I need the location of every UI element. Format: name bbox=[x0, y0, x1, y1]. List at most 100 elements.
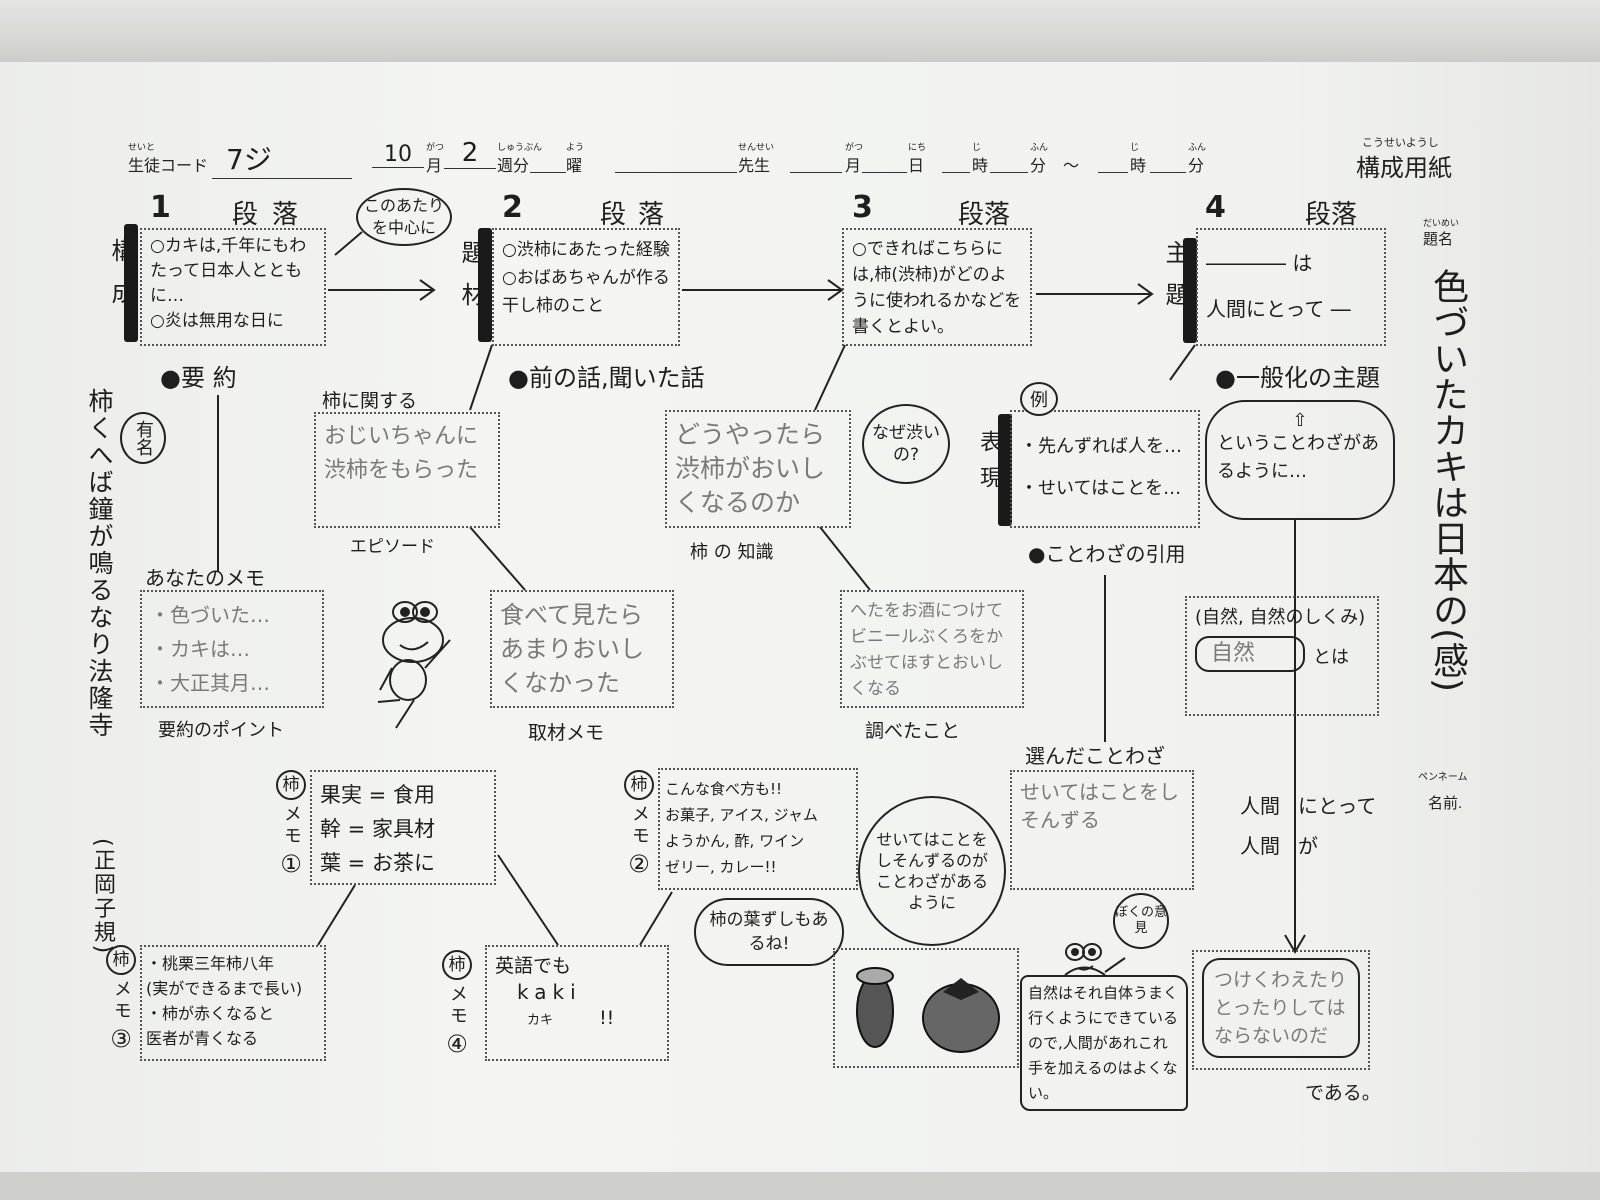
ruby: せいと bbox=[128, 142, 156, 152]
date-month-label: がつ月 bbox=[845, 142, 863, 176]
box-line: 人間にとって ― bbox=[1206, 297, 1351, 321]
ruby: ふん bbox=[1188, 142, 1207, 152]
box-line: ○できればこちらには,柿(渋柿)がどのように使われるかなどを書くとよい。 bbox=[852, 239, 1022, 337]
label: 月 bbox=[845, 158, 862, 175]
caption-research: 調べたこと bbox=[865, 720, 961, 742]
side-label-expression: 表現 bbox=[976, 430, 1001, 502]
episode-box[interactable]: おじいちゃんに渋柿をもらった bbox=[314, 412, 500, 528]
conclusion-text: つけくわえたりとったりしてはならないのだ bbox=[1202, 958, 1360, 1058]
human-suffix: にとって bbox=[1298, 794, 1377, 818]
expression-box[interactable]: ・先んずれば人を… ・せいてはことを… bbox=[1010, 410, 1200, 528]
your-memo-box[interactable]: ・色づいた… ・カキは… ・大正其月… bbox=[140, 590, 324, 708]
name-label: 名前. bbox=[1428, 795, 1463, 812]
teacher-label: せんせい先生 bbox=[738, 142, 774, 176]
chosen-proverb-title: 選んだことわざ bbox=[1025, 744, 1165, 768]
date-day-label: にち日 bbox=[908, 142, 926, 176]
human-line-1: 人間にとって bbox=[1240, 790, 1376, 819]
human-line-2: 人間が bbox=[1240, 830, 1318, 859]
paragraph-3-box[interactable]: ○できればこちらには,柿(渋柿)がどのように使われるかなどを書くとよい。 bbox=[842, 228, 1032, 346]
kaki-circle-icon: 柿 bbox=[442, 950, 472, 980]
memo-line: 幹 = 家具材 bbox=[320, 817, 435, 841]
memo-2-box[interactable]: こんな食べ方も!!お菓子, アイス, ジャムようかん, 酢, ワインゼリー, カ… bbox=[658, 768, 858, 890]
center-note-bubble: このあたりを中心に bbox=[356, 188, 452, 246]
ruby: ふん bbox=[1030, 142, 1049, 152]
memo-number: ④ bbox=[446, 1030, 468, 1058]
line-theme bbox=[1169, 344, 1196, 381]
conclusion-box[interactable]: つけくわえたりとったりしてはならないのだ bbox=[1192, 950, 1370, 1070]
memo-line: ・大正其月… bbox=[150, 671, 270, 695]
nature-highlight: 自然 bbox=[1195, 636, 1305, 672]
label: 分 bbox=[1030, 158, 1047, 175]
small-frog-drawing bbox=[1064, 943, 1126, 976]
memo-text: メモ bbox=[111, 979, 132, 1023]
label: 構成用紙 bbox=[1356, 155, 1452, 182]
memo-line: ・カキは… bbox=[150, 637, 250, 661]
paragraph-1-box[interactable]: ○カキは,千年にもわたって日本人とともに… ○炎は無用な日に … bbox=[140, 228, 326, 346]
paragraph-2-label: 段落 bbox=[600, 200, 677, 230]
box-line: ・せいてはことを… bbox=[1020, 478, 1182, 499]
box-line: ・先んずれば人を… bbox=[1020, 436, 1182, 457]
example-tag: 例 bbox=[1020, 382, 1058, 416]
knowledge-box[interactable]: どうやったら渋柿がおいしくなるのか bbox=[665, 410, 851, 528]
memo-3-box[interactable]: ・桃栗三年柿八年(実ができるまで長い)・柿が赤くなると医者が青くなる bbox=[140, 945, 326, 1061]
date-day-field[interactable] bbox=[862, 172, 907, 173]
memo-text: メモ bbox=[281, 804, 302, 848]
caption-episode: エピソード bbox=[350, 537, 435, 557]
essay-title[interactable]: 色づいたカキは日本の(感) bbox=[1427, 268, 1468, 693]
memo-number: ② bbox=[628, 850, 650, 878]
cloud-text: ということわざがあるように… bbox=[1217, 433, 1379, 482]
label: 先生 bbox=[738, 158, 771, 175]
arrow-1-to-2 bbox=[328, 279, 436, 301]
research-box[interactable]: へたをお酒につけてビニールぶくろをかぶせてほすとおいしくなる bbox=[840, 590, 1024, 708]
memo-line: こんな食べ方も!! bbox=[665, 780, 783, 798]
paragraph-1-number: 1 bbox=[150, 190, 171, 225]
ruby: こうせいようし bbox=[1362, 137, 1439, 149]
opinion-box[interactable]: 自然はそれ自体うまく行くようにできているので,人間があれこれ手を加えるのはよくな… bbox=[1020, 975, 1188, 1111]
leaf-sushi-cloud: 柿の葉ずしもあるね! bbox=[694, 898, 844, 966]
caption-knowledge: 柿 の 知識 bbox=[690, 542, 774, 563]
ruby: しゅうぶん bbox=[497, 142, 543, 152]
human-word: 人間 bbox=[1240, 834, 1280, 858]
minute-label: ふん分 bbox=[1030, 142, 1048, 176]
arrow-theme-down bbox=[1284, 520, 1306, 954]
persimmon-sketch-icon bbox=[856, 967, 1000, 1053]
minute2-field[interactable] bbox=[1150, 172, 1186, 173]
paragraph-2-box[interactable]: ○渋柿にあたった経験 ○おばあちゃんが作る干し柿のこと bbox=[492, 228, 680, 346]
week-field[interactable]: 2 bbox=[444, 138, 496, 169]
famous-bubble: 有名 bbox=[120, 412, 166, 464]
label: 分 bbox=[1188, 158, 1205, 175]
episode-title: 柿に関する bbox=[322, 390, 418, 412]
memo-line: (実ができるまで長い) bbox=[146, 979, 303, 998]
label: 週分 bbox=[497, 158, 530, 175]
box-line: ○渋柿にあたった経験 bbox=[502, 240, 670, 260]
memo-line: 葉 = お茶に bbox=[320, 851, 435, 875]
chosen-proverb-box[interactable]: せいてはことをしそんずる bbox=[1010, 770, 1194, 890]
month-field[interactable]: 10 bbox=[372, 142, 424, 168]
student-code-field[interactable]: 7ジ bbox=[212, 138, 352, 179]
memo-line: 医者が青くなる bbox=[146, 1029, 259, 1048]
weekday-field[interactable] bbox=[530, 172, 566, 173]
nature-box[interactable]: (自然, 自然のしくみ) 自然 とは bbox=[1185, 596, 1379, 716]
memo-1-box[interactable]: 果実 = 食用幹 = 家具材葉 = お茶に bbox=[310, 770, 496, 885]
week-label: しゅうぶん週分 bbox=[497, 142, 542, 176]
minute-field[interactable] bbox=[990, 172, 1028, 173]
hour2-field[interactable] bbox=[1098, 172, 1128, 173]
interview-memo-box[interactable]: 食べて見たらあまりおいしくなかった bbox=[490, 590, 674, 708]
memo-number: ① bbox=[280, 850, 302, 878]
hour-field[interactable] bbox=[942, 172, 970, 173]
date-month-field[interactable] bbox=[790, 172, 842, 173]
kaki-circle-icon: 柿 bbox=[106, 945, 136, 975]
ruby: よう bbox=[566, 142, 585, 152]
arrow-2-to-3 bbox=[682, 279, 844, 301]
paragraph-4-box[interactable]: ―――― は 人間にとって ― bbox=[1196, 228, 1386, 346]
memo-line: ・色づいた… bbox=[150, 603, 270, 627]
ruby: がつ bbox=[845, 142, 864, 152]
why-bubble: なぜ渋いの? bbox=[862, 404, 950, 484]
paragraph-3-number: 3 bbox=[852, 190, 873, 225]
memo-line: 果実 = 食用 bbox=[320, 783, 435, 807]
memo-4-box[interactable]: 英語でも kaki カキ !! bbox=[485, 945, 669, 1061]
teacher-field[interactable] bbox=[615, 172, 737, 173]
memo-line: お菓子, アイス, ジャム bbox=[665, 806, 818, 824]
